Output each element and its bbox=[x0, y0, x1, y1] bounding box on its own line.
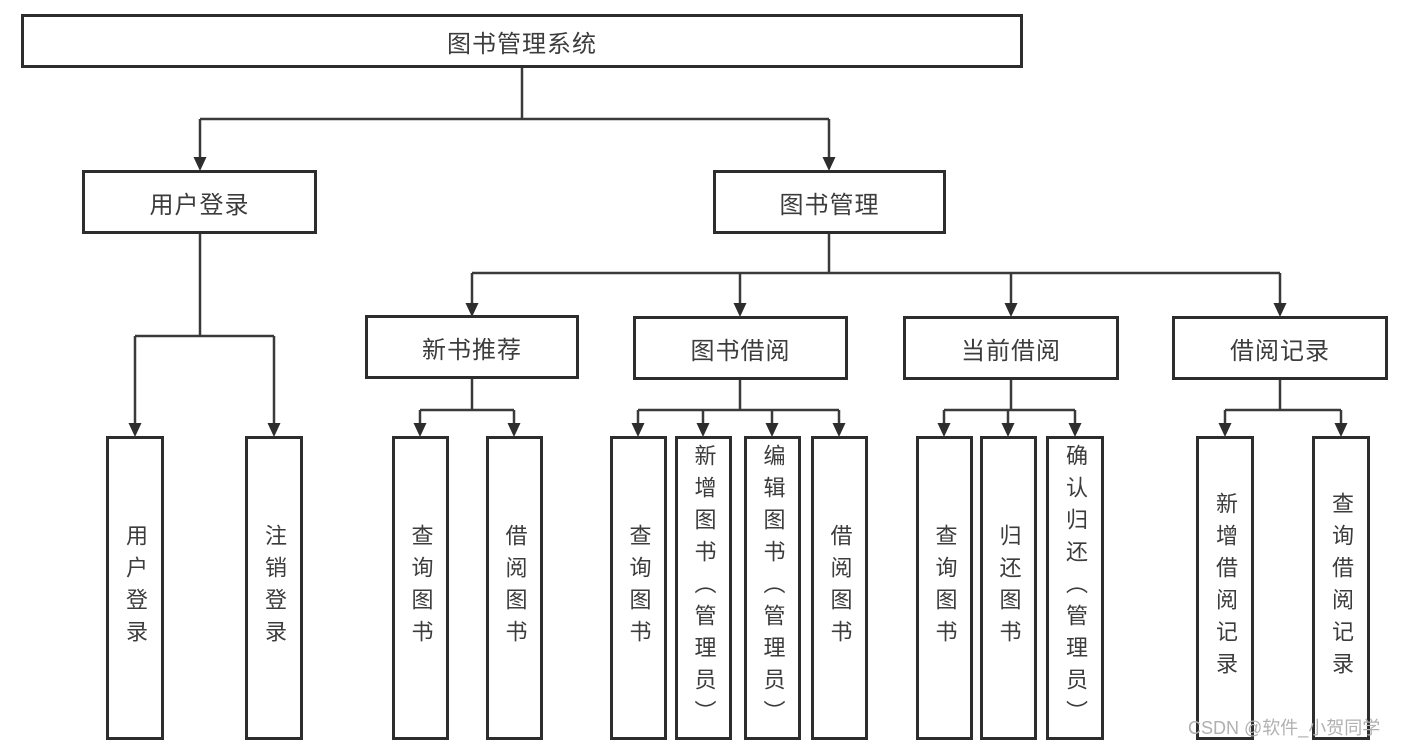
node-current-borrow: 当前借阅 bbox=[903, 316, 1119, 380]
node-borrow-records: 借阅记录 bbox=[1172, 316, 1388, 380]
node-user-login: 用户登录 bbox=[82, 170, 317, 234]
leaf-add-books-admin: 新增图书（管理员） bbox=[675, 436, 732, 740]
leaf-confirm-return-admin: 确认归还（管理员） bbox=[1046, 436, 1104, 740]
leaf-return-books: 归还图书 bbox=[980, 436, 1037, 740]
node-book-management: 图书管理 bbox=[713, 170, 946, 234]
arrowheads bbox=[128, 157, 1348, 437]
leaf-borrow-books-recommend: 借阅图书 bbox=[486, 436, 543, 740]
leaf-borrow-books: 借阅图书 bbox=[811, 436, 868, 740]
leaf-user-login: 用户登录 bbox=[106, 436, 164, 740]
node-book-borrow: 图书借阅 bbox=[633, 316, 848, 380]
leaf-query-books-borrow: 查询图书 bbox=[610, 436, 667, 740]
csdn-watermark: CSDN @软件_小贺同学 bbox=[1188, 718, 1381, 738]
leaf-logout: 注销登录 bbox=[245, 436, 303, 740]
node-new-book-recommend: 新书推荐 bbox=[365, 315, 579, 379]
leaf-edit-books-admin: 编辑图书（管理员） bbox=[744, 436, 801, 740]
leaf-query-borrow-record: 查询借阅记录 bbox=[1312, 436, 1370, 740]
leaf-query-books-current: 查询图书 bbox=[916, 436, 973, 740]
tree-edges bbox=[133, 68, 1343, 424]
leaf-query-books-recommend: 查询图书 bbox=[392, 436, 449, 740]
node-root-system: 图书管理系统 bbox=[21, 14, 1023, 68]
leaf-add-borrow-record: 新增借阅记录 bbox=[1196, 436, 1254, 740]
